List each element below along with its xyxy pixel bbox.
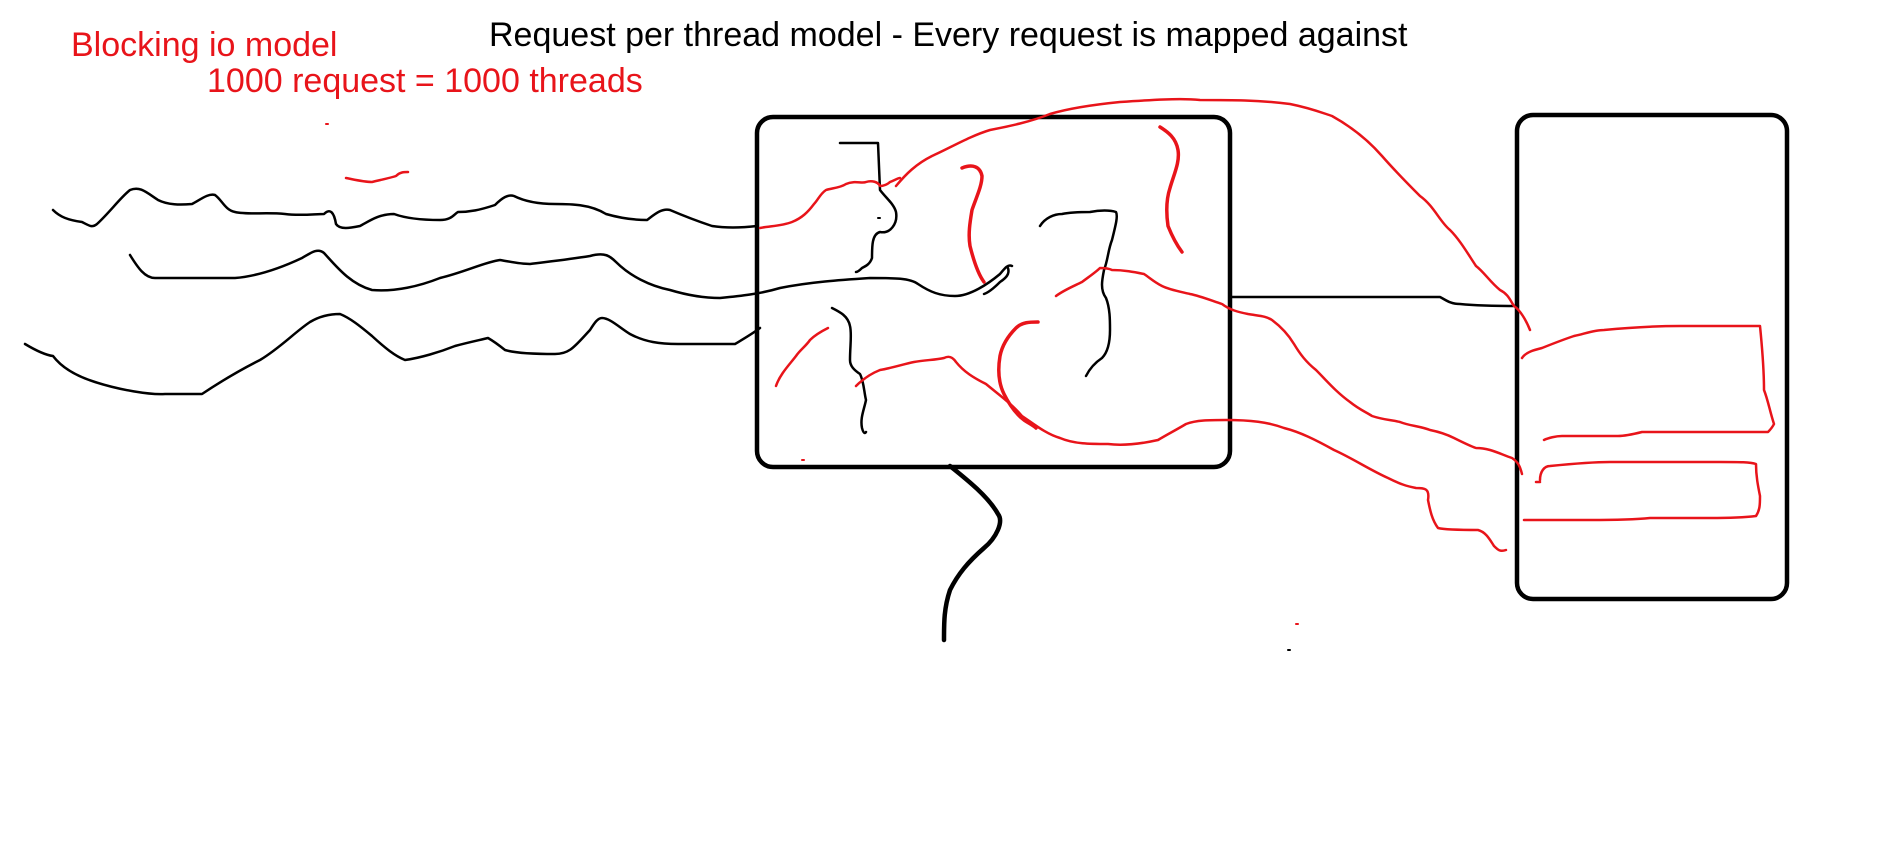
thread-count-label: 1000 request = 1000 threads	[207, 62, 643, 100]
thread-path	[1054, 266, 1524, 476]
stray-mark	[344, 170, 410, 184]
thread-path	[774, 326, 830, 388]
database-box	[1514, 112, 1790, 602]
thread-path	[1158, 125, 1184, 254]
thread-scribble	[1038, 209, 1119, 378]
thread-scribble	[982, 266, 1010, 296]
thread-path	[997, 320, 1040, 430]
request-per-thread-label: Request per thread model - Every request…	[489, 16, 1408, 54]
queue-bracket	[1522, 460, 1762, 522]
server-cable	[941, 463, 1003, 643]
thread-scribble	[838, 141, 898, 274]
blocking-io-label: Blocking io model	[71, 26, 338, 64]
queue-bracket	[1520, 324, 1776, 442]
thread-scribble	[830, 306, 868, 435]
box-connector-line	[1228, 295, 1520, 308]
incoming-request-line	[51, 187, 759, 230]
incoming-request-line	[23, 312, 762, 396]
thread-path	[960, 164, 986, 284]
thread-path	[854, 355, 1508, 553]
server-box	[754, 114, 1233, 470]
thread-path	[894, 97, 1532, 332]
thread-path	[758, 176, 902, 230]
incoming-request-line	[128, 249, 1014, 300]
